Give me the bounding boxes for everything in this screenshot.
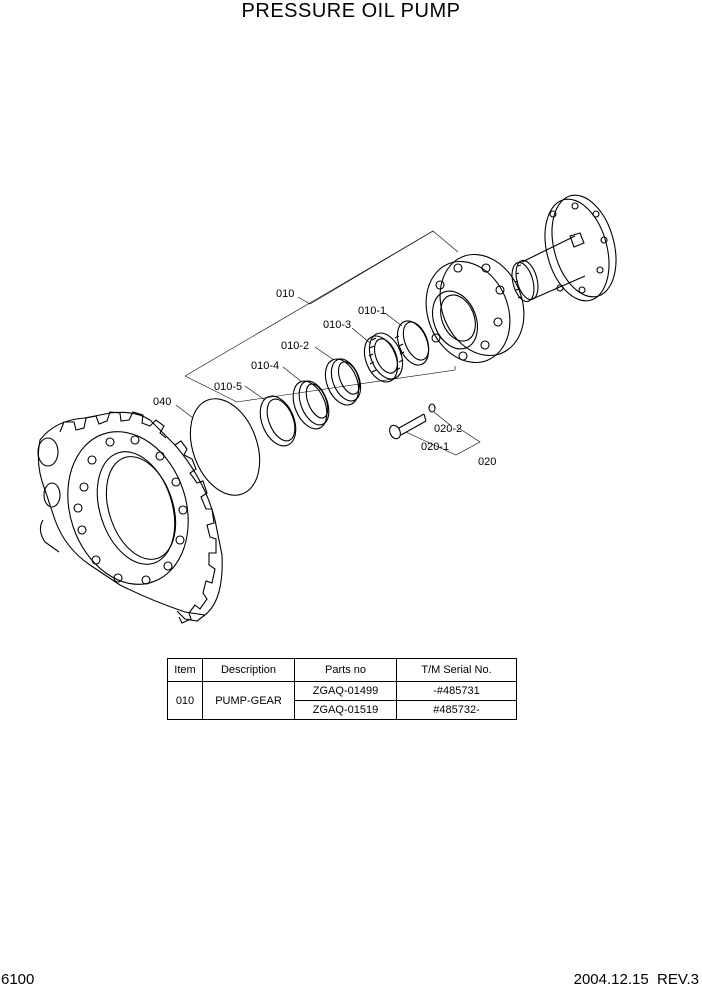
parts-table: Item Description Parts no T/M Serial No.…	[167, 658, 517, 720]
table-row: 010 PUMP-GEAR ZGAQ-01499 -#485731	[167, 681, 517, 720]
ring-010-4	[292, 380, 330, 430]
callout-010-5: 010-5	[214, 381, 242, 393]
cell-serial: -#485731	[396, 681, 517, 701]
callout-010-3: 010-3	[323, 319, 351, 331]
cell-item: 010	[167, 681, 203, 720]
callout-010: 010	[276, 288, 294, 300]
header-item: Item	[167, 658, 203, 682]
pump-body-010	[425, 253, 525, 364]
page-number: 6100	[1, 971, 35, 988]
cell-parts-no: ZGAQ-01499	[294, 681, 397, 701]
callout-020-1: 020-1	[421, 441, 449, 453]
page-title: PRESSURE OIL PUMP	[241, 0, 461, 22]
revision-date: 2004.12.15 REV.3	[573, 971, 699, 988]
table-header-row: Item Description Parts no T/M Serial No.	[167, 658, 517, 682]
cell-parts-no: ZGAQ-01519	[294, 700, 397, 720]
callout-020: 020	[478, 456, 496, 468]
leader-lines	[175, 230, 481, 456]
o-ring-040	[189, 398, 261, 496]
ring-010-5	[259, 395, 297, 447]
bolt-020-1	[389, 413, 427, 440]
transmission-housing	[37, 411, 223, 624]
ring-010-2	[324, 358, 362, 406]
cell-serial: #485732-	[396, 700, 517, 720]
table-row: ZGAQ-01519 #485732-	[168, 700, 517, 720]
cell-description: PUMP-GEAR	[202, 681, 295, 720]
callout-020-2: 020-2	[434, 423, 462, 435]
washer-020-2	[428, 403, 436, 413]
pump-shaft-flange	[511, 194, 617, 303]
callout-040: 040	[153, 396, 171, 408]
ring-010-1	[396, 320, 430, 366]
header-parts-no: Parts no	[294, 658, 397, 682]
callout-010-4: 010-4	[251, 360, 279, 372]
callout-010-1: 010-1	[358, 305, 386, 317]
callout-010-2: 010-2	[281, 340, 309, 352]
header-serial: T/M Serial No.	[396, 658, 517, 682]
header-description: Description	[202, 658, 295, 682]
